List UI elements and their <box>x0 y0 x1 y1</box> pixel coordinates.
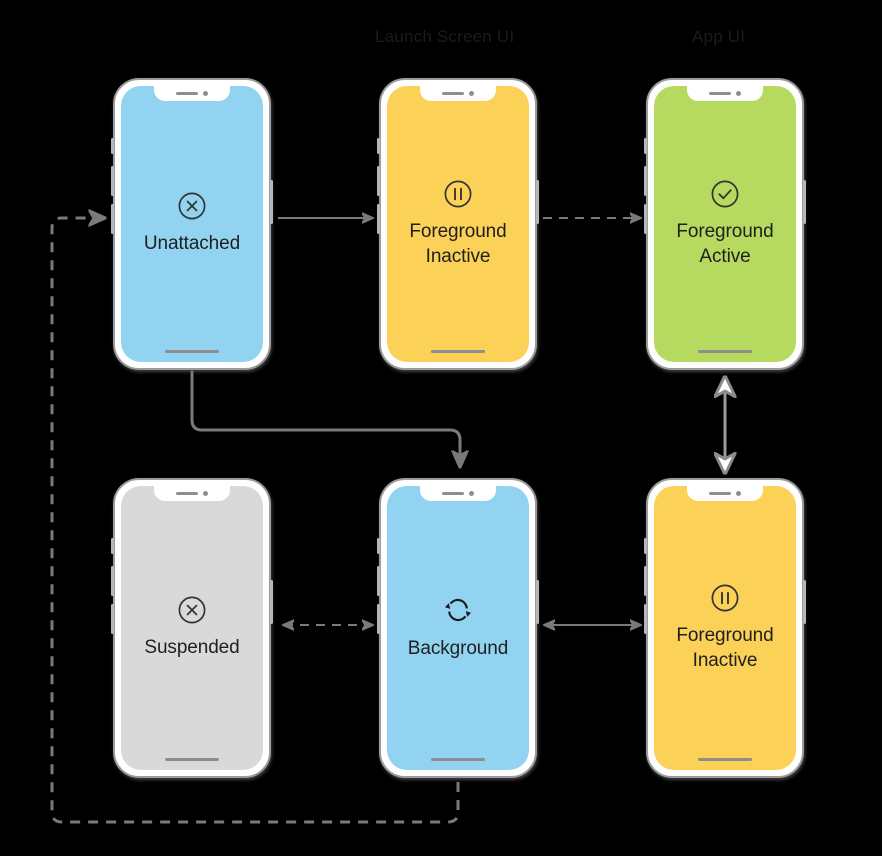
screen-foreground-inactive-launch: Foreground Inactive <box>387 86 529 362</box>
state-label-background: Background <box>407 638 509 660</box>
speaker-slit-icon <box>176 491 198 495</box>
screen-foreground-active: Foreground Active <box>654 86 796 362</box>
front-camera-icon <box>203 490 208 496</box>
volume-up-button-icon <box>377 566 380 596</box>
notch <box>687 86 763 101</box>
state-label-foreground-inactive-app: Foreground Inactive <box>668 623 781 674</box>
front-camera-icon <box>736 490 741 496</box>
state-label-line2: Inactive <box>692 650 758 671</box>
state-label-line1: Foreground <box>409 220 507 242</box>
power-button-icon <box>536 180 539 224</box>
volume-down-button-icon <box>377 604 380 634</box>
screen-unattached: Unattached <box>121 86 263 362</box>
state-label-line2: Inactive <box>425 246 491 267</box>
state-card-foreground-active[interactable]: Foreground Active <box>644 78 806 370</box>
section-header-app-ui: App UI <box>692 27 746 46</box>
power-button-icon <box>270 580 273 624</box>
screen-foreground-inactive-app: Foreground Inactive <box>654 486 796 770</box>
state-label-foreground-inactive-launch: Foreground Inactive <box>401 219 514 270</box>
speaker-slit-icon <box>442 491 464 495</box>
silent-switch-icon <box>377 138 380 154</box>
power-button-icon <box>270 180 273 224</box>
speaker-slit-icon <box>176 91 198 95</box>
state-label-line1: Foreground <box>676 220 774 242</box>
speaker-slit-icon <box>442 91 464 95</box>
screen-suspended: Suspended <box>121 486 263 770</box>
power-button-icon <box>803 580 806 624</box>
front-camera-icon <box>203 90 208 96</box>
pause-circle-icon <box>443 179 473 209</box>
volume-down-button-icon <box>111 604 114 634</box>
xmark-circle-icon <box>177 191 207 221</box>
home-indicator <box>698 350 752 353</box>
state-label-line2: Active <box>699 246 751 267</box>
volume-down-button-icon <box>377 204 380 234</box>
state-label-line1: Foreground <box>676 624 774 646</box>
home-indicator <box>698 758 752 761</box>
state-card-background[interactable]: Background <box>377 478 539 778</box>
screen-background: Background <box>387 486 529 770</box>
silent-switch-icon <box>111 538 114 554</box>
silent-switch-icon <box>377 538 380 554</box>
notch <box>420 86 496 101</box>
notch <box>154 486 230 501</box>
section-header-launch-screen-ui: Launch Screen UI <box>375 27 515 46</box>
volume-down-button-icon <box>644 604 647 634</box>
volume-up-button-icon <box>111 166 114 196</box>
speaker-slit-icon <box>709 91 731 95</box>
front-camera-icon <box>736 90 741 96</box>
front-camera-icon <box>469 90 474 96</box>
state-card-suspended[interactable]: Suspended <box>111 478 273 778</box>
volume-up-button-icon <box>644 566 647 596</box>
home-indicator <box>165 350 219 353</box>
silent-switch-icon <box>111 138 114 154</box>
pause-circle-icon <box>710 583 740 613</box>
volume-up-button-icon <box>111 566 114 596</box>
state-card-unattached[interactable]: Unattached <box>111 78 273 370</box>
state-card-foreground-inactive-app[interactable]: Foreground Inactive <box>644 478 806 778</box>
state-label-unattached: Unattached <box>143 233 241 255</box>
home-indicator <box>165 758 219 761</box>
state-label-suspended: Suspended <box>144 637 240 659</box>
volume-down-button-icon <box>111 204 114 234</box>
volume-down-button-icon <box>644 204 647 234</box>
notch <box>420 486 496 501</box>
silent-switch-icon <box>644 138 647 154</box>
home-indicator <box>431 758 485 761</box>
refresh-circle-arrows-icon <box>442 594 474 626</box>
power-button-icon <box>536 580 539 624</box>
notch <box>687 486 763 501</box>
notch <box>154 86 230 101</box>
volume-up-button-icon <box>377 166 380 196</box>
checkmark-circle-icon <box>710 179 740 209</box>
front-camera-icon <box>469 490 474 496</box>
state-label-foreground-active: Foreground Active <box>668 219 781 270</box>
state-card-foreground-inactive-launch[interactable]: Foreground Inactive <box>377 78 539 370</box>
speaker-slit-icon <box>709 491 731 495</box>
xmark-circle-icon <box>177 595 207 625</box>
silent-switch-icon <box>644 538 647 554</box>
transition-unattached-to-background <box>190 370 460 466</box>
home-indicator <box>431 350 485 353</box>
volume-up-button-icon <box>644 166 647 196</box>
power-button-icon <box>803 180 806 224</box>
